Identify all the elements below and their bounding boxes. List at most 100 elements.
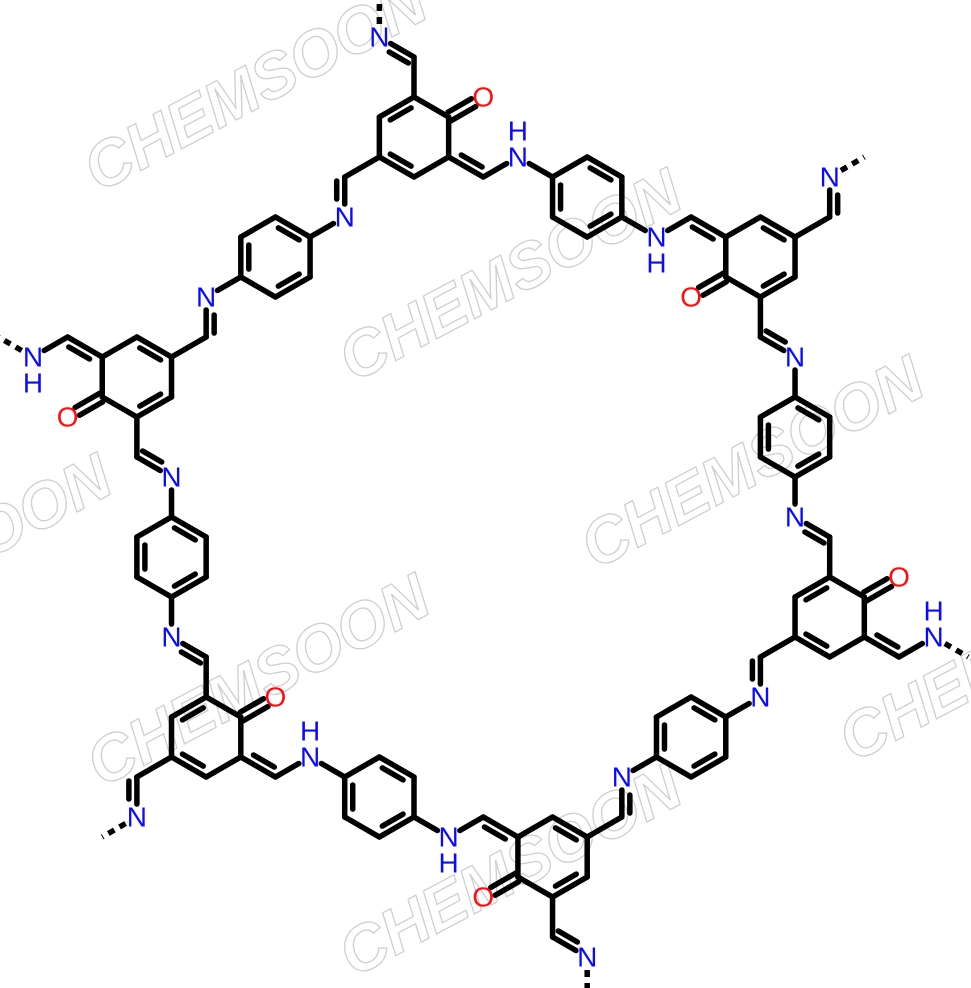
carbonyl-bond xyxy=(861,575,890,595)
single-bond xyxy=(41,334,71,354)
nitrogen-atom: N xyxy=(923,622,943,653)
ring-bond xyxy=(134,394,175,420)
ring-double-bond xyxy=(587,211,614,229)
hydrogen-atom: H xyxy=(23,368,43,399)
single-bond xyxy=(272,760,302,780)
imine-link-bond xyxy=(723,700,752,720)
oxygen-atom: O xyxy=(472,82,494,113)
nitrogen-atom: N xyxy=(577,942,597,973)
single-bond xyxy=(861,634,902,660)
ring-bond xyxy=(757,394,798,420)
ring-bond xyxy=(515,814,556,840)
imine-link-bond xyxy=(214,274,244,294)
ring-bond xyxy=(688,754,729,780)
watermark-text: CHEMSOON xyxy=(327,749,695,988)
single-bond xyxy=(664,214,694,234)
ring-bond xyxy=(792,394,833,420)
carbonyl-bond xyxy=(237,695,267,715)
hydrogen-atom: H xyxy=(508,116,528,147)
watermark-text: CHEMSOON xyxy=(0,439,125,680)
ring-bond xyxy=(168,574,209,600)
nitrogen-atom: N xyxy=(612,762,632,793)
carbonyl-bond xyxy=(863,583,895,604)
nitrogen-atom: N xyxy=(161,622,181,653)
single-bond xyxy=(584,814,625,840)
amine-link-bond xyxy=(619,214,648,234)
single-bond xyxy=(757,634,798,660)
ring-bond xyxy=(653,694,694,720)
imine-link-bond xyxy=(307,220,337,240)
ring-double-bond xyxy=(552,825,580,843)
exocyclic-double-bond xyxy=(874,632,901,650)
oxygen-atom: O xyxy=(680,282,702,313)
exocyclic-double-bond xyxy=(481,824,509,842)
ring-bond xyxy=(341,814,383,840)
ring-bond xyxy=(376,754,417,780)
nitrogen-atom: N xyxy=(300,742,320,773)
imine-double-bond xyxy=(802,529,827,546)
carbonyl-bond xyxy=(72,390,103,411)
ring-double-bond xyxy=(179,705,206,723)
ring-bond xyxy=(341,754,383,780)
ring-double-bond xyxy=(795,451,822,469)
ring-double-bond xyxy=(760,225,787,243)
hydrogen-atom: H xyxy=(646,248,666,279)
ring-bond xyxy=(757,454,798,480)
ring-double-bond xyxy=(379,765,406,783)
ring-bond xyxy=(792,574,833,600)
ring-bond xyxy=(238,274,279,300)
nitrogen-atom: N xyxy=(335,202,355,233)
continuation-dash xyxy=(0,334,24,353)
single-bond xyxy=(792,214,833,240)
ring-bond xyxy=(134,334,175,360)
nitrogen-atom: N xyxy=(369,22,389,53)
watermark-text: CHEMSOON xyxy=(327,154,695,395)
ring-double-bond xyxy=(803,631,830,649)
single-bond xyxy=(180,640,209,660)
ring-bond xyxy=(411,154,452,180)
exocyclic-double-bond xyxy=(66,344,93,362)
ring-bond xyxy=(792,634,833,660)
ring-double-bond xyxy=(137,345,164,363)
oxygen-atom: O xyxy=(57,402,79,433)
ring-bond xyxy=(411,94,452,120)
ring-double-bond xyxy=(691,705,718,723)
nitrogen-atom: N xyxy=(785,502,805,533)
nitrogen-atom: N xyxy=(127,802,147,833)
imine-double-bond xyxy=(178,649,204,666)
ring-bond xyxy=(272,274,313,300)
ring-bond xyxy=(376,94,417,120)
ring-double-bond xyxy=(387,151,414,169)
nitrogen-atom: N xyxy=(23,342,43,373)
ring-double-bond xyxy=(275,225,302,243)
carbonyl-bond xyxy=(445,95,475,115)
hydrogen-atom: H xyxy=(300,716,320,747)
ring-bond xyxy=(376,154,417,180)
nitrogen-atom: N xyxy=(750,682,770,713)
ring-double-bond xyxy=(379,811,406,829)
single-bond xyxy=(549,934,579,954)
ring-bond xyxy=(549,874,590,900)
continuation-dash xyxy=(100,821,127,840)
oxygen-atom: O xyxy=(888,562,910,593)
single-bond xyxy=(688,214,729,240)
continuation-dash xyxy=(943,641,970,660)
nitrogen-atom: N xyxy=(196,282,216,313)
ring-bond xyxy=(826,574,868,600)
single-bond xyxy=(480,160,510,180)
carbonyl-bond xyxy=(492,879,522,899)
carbonyl-bond xyxy=(448,103,479,124)
ring-double-bond xyxy=(171,525,198,543)
ring-bond xyxy=(515,874,556,900)
watermark-text: CHEMSOON xyxy=(569,341,937,582)
carbonyl-bond xyxy=(240,703,271,724)
ring-double-bond xyxy=(137,391,164,409)
carbonyl-bond xyxy=(700,279,730,299)
single-bond xyxy=(480,814,521,840)
ring-double-bond xyxy=(275,271,302,289)
ring-bond xyxy=(376,814,417,840)
carbonyl-bond xyxy=(487,870,519,891)
ring-bond xyxy=(203,754,244,780)
